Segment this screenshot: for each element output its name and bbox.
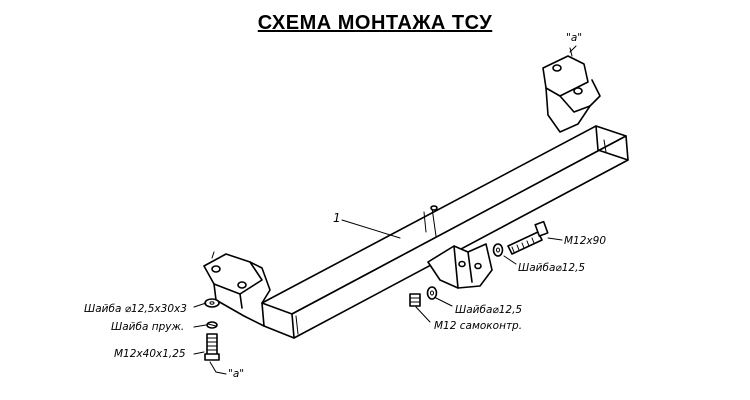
washer-12-5-mid-label: Шайба⌀12,5 [455,304,523,316]
bolt-m12x90 [507,220,549,255]
diagram-title: СХЕМА МОНТАЖА ТСУ [257,12,493,34]
callout-1-label: 1 [333,211,341,225]
washer-12-5x30x3 [204,298,220,308]
bolt-m12x90-label: М12х90 [564,235,606,247]
spring-washer [206,321,218,329]
point-a-bottom-label: "а" [228,368,245,380]
bolt-m12x40 [204,333,220,361]
right-mounting-bracket [542,47,601,133]
spring-washer-label: Шайба пруж. [111,321,185,333]
main-crossbeam [261,125,629,339]
washer-12-5-right-label: Шайба⌀12,5 [518,262,586,274]
nut-m12-self-locking [409,293,421,307]
ball-mount-plate [423,205,493,289]
leader-lines [193,45,577,375]
left-mounting-bracket [203,251,271,327]
washer-12-5x30x3-label: Шайба ⌀12,5х30х3 [84,303,187,315]
washer-12-5-right [492,243,504,257]
bolt-m12x40-label: М12х40х1,25 [114,348,186,360]
point-a-top-label: "а" [566,32,583,44]
nut-m12-label: М12 самоконтр. [434,320,523,332]
washer-12-5-mid [426,286,438,300]
